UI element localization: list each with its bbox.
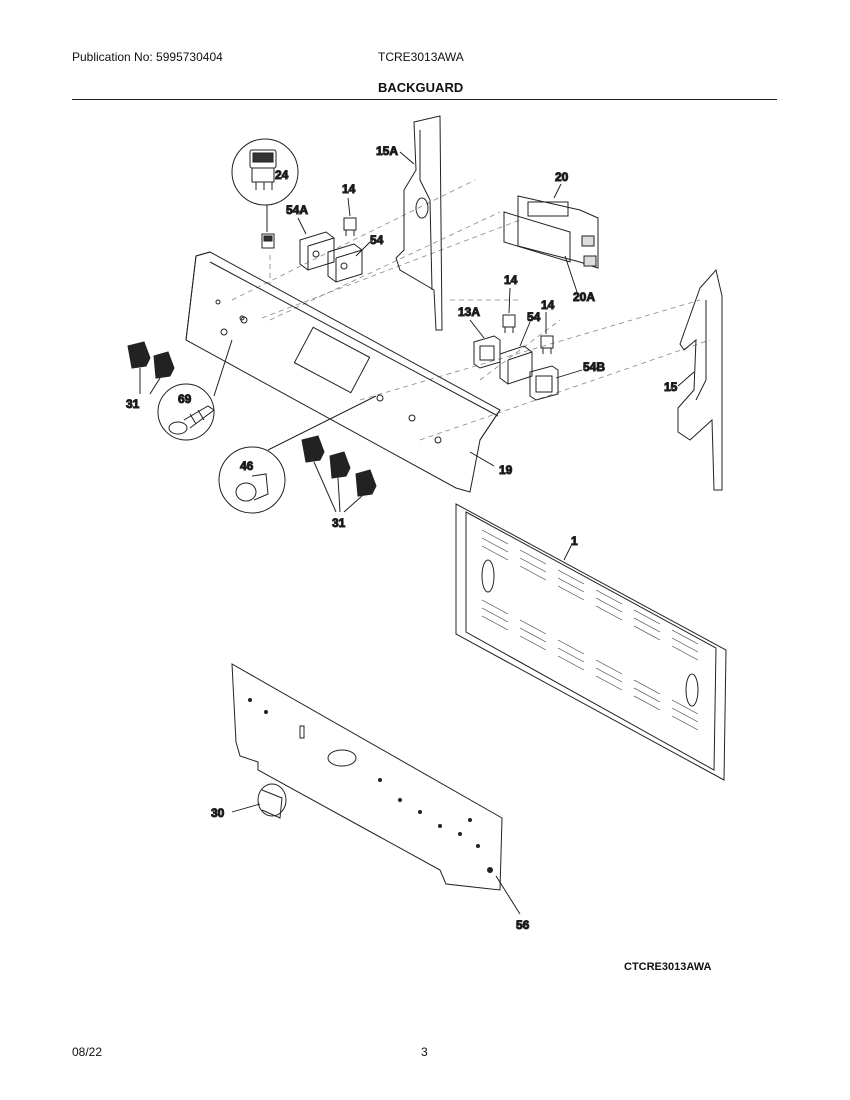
callout-15A: 15A xyxy=(376,144,398,158)
callout-54B: 54B xyxy=(583,360,605,374)
callout-14: 14 xyxy=(342,182,356,196)
infinite-switch-54A xyxy=(299,231,335,271)
infinite-switch-54a xyxy=(327,243,363,283)
callout-54A: 54A xyxy=(286,203,308,217)
plug-button-46 xyxy=(218,395,377,514)
callout-14: 14 xyxy=(504,273,518,287)
control-panel-19 xyxy=(185,251,501,493)
plug-30 xyxy=(257,783,287,819)
end-cap-bracket-15A xyxy=(395,115,443,331)
callout-20: 20 xyxy=(555,170,569,184)
section-title: BACKGUARD xyxy=(378,80,464,95)
callout-30: 30 xyxy=(211,806,225,820)
model-number: TCRE3013AWA xyxy=(378,50,464,64)
infinite-switch-54b xyxy=(499,345,533,385)
control-knobs-31a xyxy=(127,341,175,395)
callout-54: 54 xyxy=(370,233,384,247)
callout-15: 15 xyxy=(664,380,678,394)
switch-14c xyxy=(540,335,554,354)
callout-31: 31 xyxy=(332,516,346,530)
callout-14: 14 xyxy=(541,298,555,312)
callout-13A: 13A xyxy=(458,305,480,319)
end-cap-bracket-15 xyxy=(677,268,723,491)
switch-14a xyxy=(343,217,357,236)
control-knobs-31b xyxy=(301,435,377,513)
rear-panel-1 xyxy=(455,503,727,781)
callout-31: 31 xyxy=(126,397,140,411)
header-divider xyxy=(72,99,777,100)
louvers xyxy=(481,529,699,731)
publication-number: Publication No: 5995730404 xyxy=(72,50,223,64)
switch-14b xyxy=(502,314,516,333)
callout-20A: 20A xyxy=(573,290,595,304)
switch-housing-13A xyxy=(473,335,501,369)
callout-46: 46 xyxy=(240,459,254,473)
rocker-switch-24 xyxy=(231,138,299,249)
callout-56: 56 xyxy=(516,918,530,932)
leader-lines xyxy=(231,151,695,915)
assembly-dash-lines xyxy=(231,179,711,441)
diagram-code: CTCRE3013AWA xyxy=(624,961,712,973)
callout-54: 54 xyxy=(527,310,541,324)
callout-19: 19 xyxy=(499,463,513,477)
callout-1: 1 xyxy=(571,534,578,548)
switch-housing-54B xyxy=(529,365,559,401)
callout-labels: 24 14 54A 54 15A 20 20A 14 13A 54 14 54B… xyxy=(126,144,679,933)
screw-69 xyxy=(157,339,233,441)
rear-mounting-plate-56 xyxy=(231,663,503,891)
publication-date: 08/22 xyxy=(72,1045,103,1059)
callout-69: 69 xyxy=(178,392,192,406)
control-board-20 xyxy=(503,195,599,269)
callout-24: 24 xyxy=(275,168,289,182)
page-number: 3 xyxy=(421,1045,428,1059)
